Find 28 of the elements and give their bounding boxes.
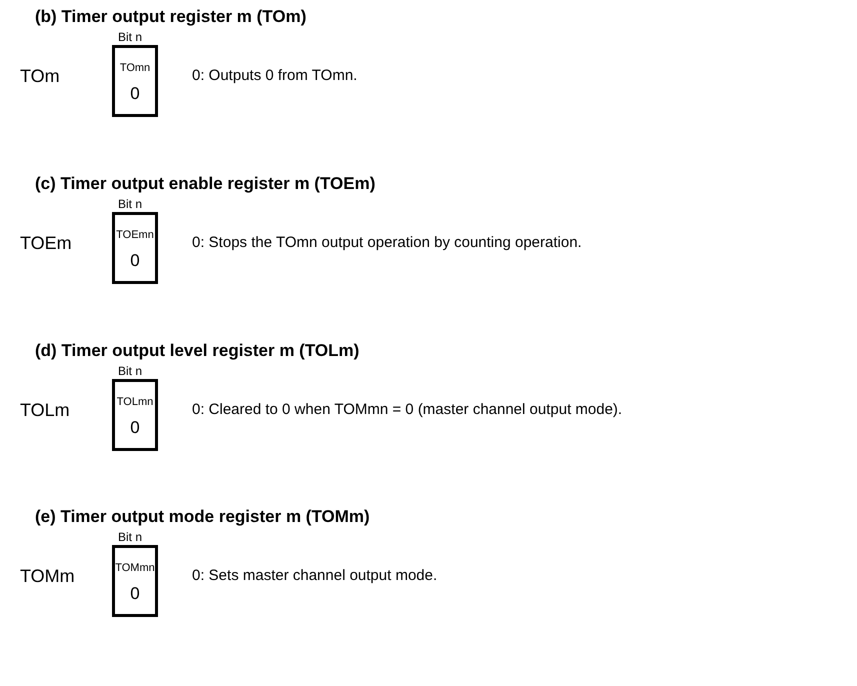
register-name: TOEm — [20, 233, 72, 254]
register-name: TOLm — [20, 400, 70, 421]
bit-description: 0: Sets master channel output mode. — [192, 567, 438, 584]
bit-description: 0: Outputs 0 from TOmn. — [192, 67, 358, 84]
bit-field-name: TOEmn — [115, 229, 155, 241]
bit-field-name: TOLmn — [116, 396, 154, 408]
section-title: (d) Timer output level register m (TOLm) — [35, 341, 360, 361]
bit-value: 0 — [129, 251, 141, 271]
bit-label: Bit n — [118, 364, 142, 378]
section-title: (c) Timer output enable register m (TOEm) — [35, 174, 376, 194]
bit-field-name: TOMmn — [115, 562, 155, 574]
section-title: (b) Timer output register m (TOm) — [35, 7, 306, 27]
register-bit-box — [112, 545, 158, 617]
register-bit-box — [112, 379, 158, 451]
bit-value: 0 — [129, 418, 141, 438]
register-name: TOMm — [20, 566, 75, 587]
bit-value: 0 — [129, 84, 141, 104]
section-title: (e) Timer output mode register m (TOMm) — [35, 507, 370, 527]
bit-label: Bit n — [118, 530, 142, 544]
bit-label: Bit n — [118, 197, 142, 211]
bit-field-name: TOmn — [118, 62, 152, 74]
bit-description: 0: Cleared to 0 when TOMmn = 0 (master channel output mode). — [192, 401, 622, 418]
bit-label: Bit n — [118, 30, 142, 44]
bit-value: 0 — [129, 584, 141, 604]
bit-description: 0: Stops the TOmn output operation by counting operation. — [192, 234, 582, 251]
register-bit-box — [112, 45, 158, 117]
register-name: TOm — [20, 66, 60, 87]
register-bit-box — [112, 212, 158, 284]
